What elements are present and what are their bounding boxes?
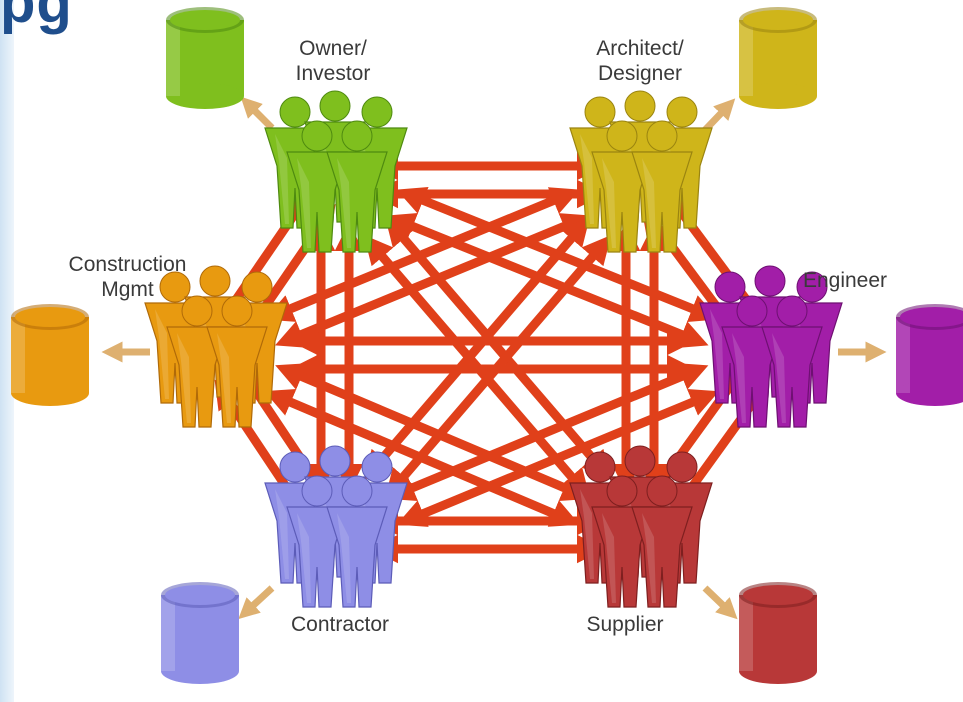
label-contractor: Contractor — [290, 613, 390, 636]
connector-arrows — [214, 151, 770, 564]
contractor-database-icon — [161, 582, 239, 684]
left-page-band — [0, 0, 14, 702]
heading-fragment: pg — [0, 0, 73, 35]
engineer-database-icon — [896, 304, 963, 406]
architect-people-group-icon — [569, 90, 713, 253]
label-engineer: Engineer — [802, 269, 888, 292]
engineer-people-group-icon — [699, 265, 843, 428]
supplier-database-icon — [739, 582, 817, 684]
construction-people-group-icon — [144, 265, 288, 428]
architect-database-icon — [739, 7, 817, 109]
database-arrows — [101, 96, 887, 620]
owner-database-icon — [166, 7, 244, 109]
architect-database-arrow — [702, 98, 736, 133]
stakeholder-groups — [144, 90, 843, 608]
label-construction: Construction Mgmt — [68, 253, 187, 301]
label-architect: Architect/ Designer — [596, 37, 684, 85]
supplier-database-arrow — [702, 585, 738, 620]
owner-people-group-icon — [264, 90, 408, 253]
owner-database-arrow — [240, 96, 275, 131]
contractor-database-arrow — [238, 585, 275, 620]
construction-database-icon — [11, 304, 89, 406]
label-supplier: Supplier — [586, 613, 664, 636]
supplier-people-group-icon — [569, 445, 713, 608]
stakeholder-databases — [11, 7, 963, 684]
contractor-people-group-icon — [264, 445, 408, 608]
label-owner: Owner/ Investor — [295, 37, 371, 85]
